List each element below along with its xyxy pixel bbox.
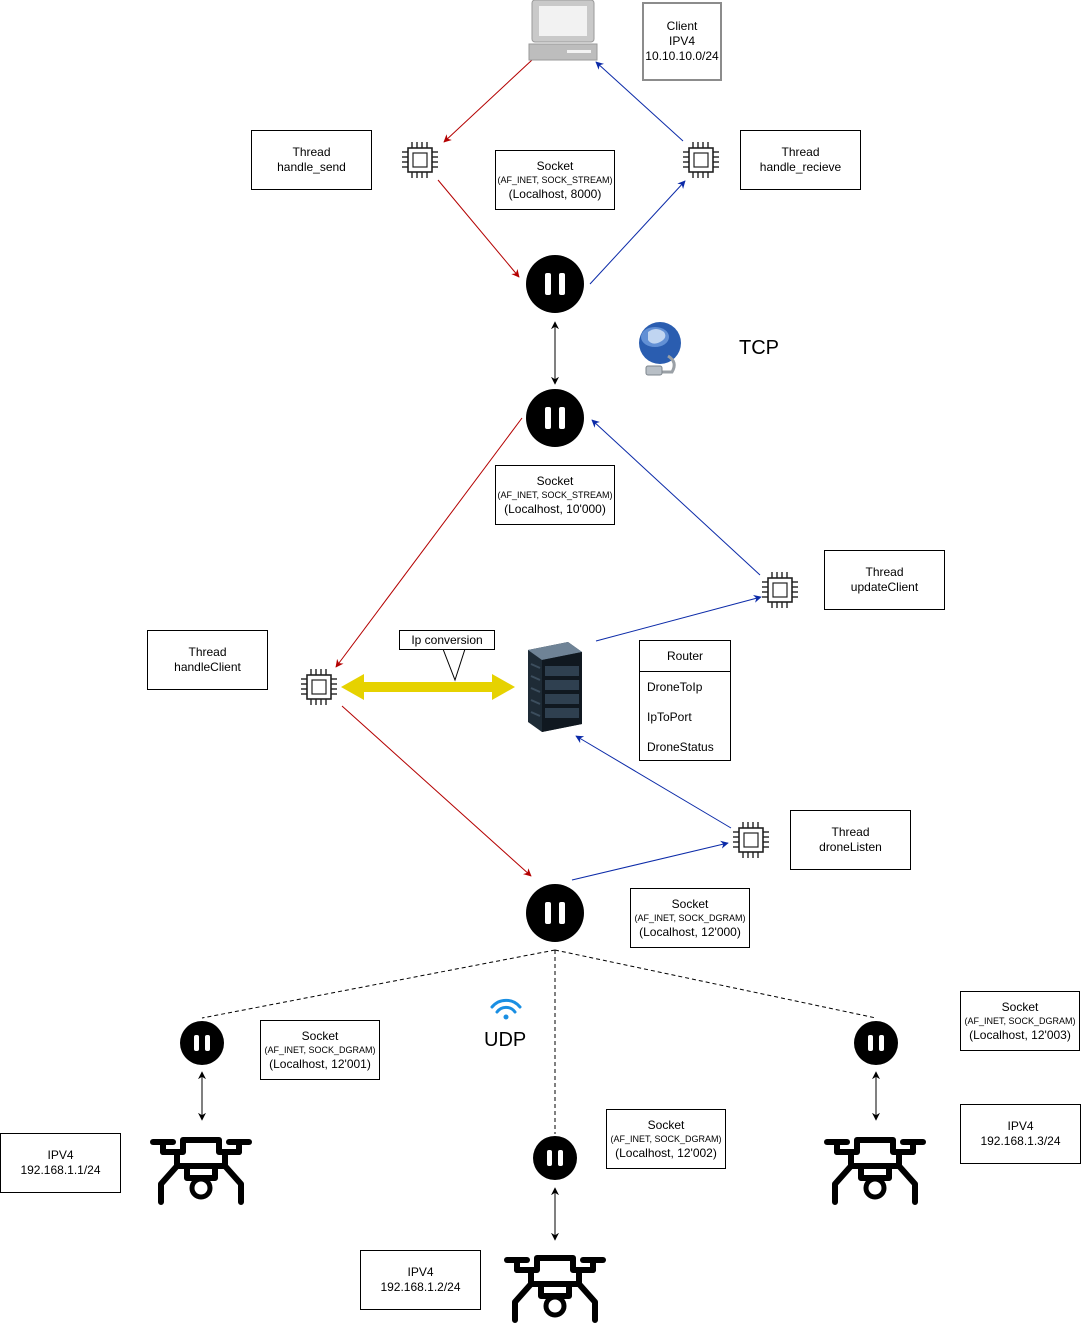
drone-icon [153, 1140, 249, 1202]
socket-12000-box: Socket (AF_INET, SOCK_DGRAM) (Localhost,… [630, 888, 750, 948]
socket-title: Socket [536, 473, 574, 488]
thread-name: handle_send [277, 160, 346, 174]
drone2-ip-box: IPV4 192.168.1.2/24 [360, 1250, 481, 1310]
ip-conversion-callout: Ip conversion [399, 630, 495, 650]
client-ip-version: IPV4 [668, 34, 695, 48]
socket-title: Socket [647, 1117, 685, 1132]
tcp-label: TCP [739, 337, 779, 359]
socket-type: (AF_INET, SOCK_STREAM) [497, 174, 613, 185]
socket-address: (Localhost, 12'002) [615, 1145, 717, 1160]
laptop-icon [528, 0, 598, 61]
socket-node-icon [526, 884, 584, 942]
ip-address: 192.168.1.1/24 [20, 1163, 101, 1177]
ip-conversion-arrow [341, 674, 515, 700]
socket-node-icon [854, 1021, 898, 1065]
ip-version: IPV4 [1007, 1119, 1034, 1133]
wifi-icon [490, 998, 522, 1020]
router-row: IpToPort [647, 710, 692, 724]
socket-address: (Localhost, 12'003) [969, 1027, 1071, 1042]
thread-recieve-box: Thread handle_recieve [740, 130, 861, 190]
thread-update-client-box: Thread updateClient [824, 550, 945, 610]
router-row: DroneStatus [647, 740, 714, 754]
socket-12001-box: Socket (AF_INET, SOCK_DGRAM) (Localhost,… [260, 1020, 380, 1080]
router-title: Router [640, 641, 730, 672]
socket-type: (AF_INET, SOCK_DGRAM) [964, 1015, 1076, 1026]
socket-type: (AF_INET, SOCK_DGRAM) [264, 1044, 376, 1055]
bidirectional-links [198, 321, 880, 1241]
socket-node-icon [526, 255, 584, 313]
socket-node-icon [533, 1136, 577, 1180]
server-rack-icon [528, 642, 582, 732]
router-row: DroneToIp [647, 680, 703, 694]
cpu-chip-icon [761, 571, 799, 609]
thread-send-box: Thread handle_send [251, 130, 372, 190]
socket-type: (AF_INET, SOCK_DGRAM) [634, 912, 746, 923]
thread-name: handleClient [174, 660, 241, 674]
socket-12002-box: Socket (AF_INET, SOCK_DGRAM) (Localhost,… [606, 1109, 726, 1169]
thread-name: droneListen [819, 840, 882, 854]
thread-name: handle_recieve [759, 160, 842, 174]
drone3-ip-box: IPV4 192.168.1.3/24 [960, 1104, 1081, 1164]
socket-title: Socket [671, 896, 709, 911]
drone-icon [507, 1258, 603, 1320]
callout-pointer [442, 648, 466, 682]
client-box: Client IPV4 10.10.10.0/24 [642, 2, 722, 81]
receive-path [571, 61, 762, 881]
cpu-chip-icon [300, 668, 338, 706]
socket-type: (AF_INET, SOCK_DGRAM) [610, 1133, 722, 1144]
socket-12003-box: Socket (AF_INET, SOCK_DGRAM) (Localhost,… [960, 991, 1080, 1051]
socket-address: (Localhost, 12'001) [269, 1056, 371, 1071]
ip-address: 192.168.1.2/24 [380, 1280, 461, 1294]
thread-title: Thread [865, 565, 904, 579]
thread-title: Thread [292, 145, 331, 159]
thread-name: updateClient [850, 580, 919, 594]
socket-type: (AF_INET, SOCK_STREAM) [497, 489, 613, 500]
thread-title: Thread [831, 825, 870, 839]
socket-8000-box: Socket (AF_INET, SOCK_STREAM) (Localhost… [495, 150, 615, 210]
socket-title: Socket [1001, 999, 1039, 1014]
globe-network-icon [639, 322, 681, 376]
socket-10000-box: Socket (AF_INET, SOCK_STREAM) (Localhost… [495, 465, 615, 525]
ip-version: IPV4 [47, 1148, 74, 1162]
ip-version: IPV4 [407, 1265, 434, 1279]
socket-address: (Localhost, 8000) [508, 186, 602, 201]
thread-title: Thread [781, 145, 820, 159]
socket-node-icon [180, 1021, 224, 1065]
udp-links [201, 949, 877, 1134]
thread-handle-client-box: Thread handleClient [147, 630, 268, 690]
thread-title: Thread [188, 645, 227, 659]
cpu-chip-icon [682, 141, 720, 179]
socket-title: Socket [536, 158, 574, 173]
socket-address: (Localhost, 12'000) [639, 924, 741, 939]
socket-title: Socket [301, 1028, 339, 1043]
cpu-chip-icon [401, 141, 439, 179]
client-label: Client [666, 19, 698, 33]
drone1-ip-box: IPV4 192.168.1.1/24 [0, 1133, 121, 1193]
thread-drone-listen-box: Thread droneListen [790, 810, 911, 870]
socket-address: (Localhost, 10'000) [504, 501, 606, 516]
socket-node-icon [526, 389, 584, 447]
drone-icon [827, 1140, 923, 1202]
cpu-chip-icon [732, 821, 770, 859]
ip-address: 192.168.1.3/24 [980, 1134, 1061, 1148]
router-table: Router DroneToIp IpToPort DroneStatus [639, 640, 731, 761]
client-subnet: 10.10.10.0/24 [645, 49, 719, 63]
udp-label: UDP [484, 1029, 527, 1051]
send-path [335, 59, 533, 877]
